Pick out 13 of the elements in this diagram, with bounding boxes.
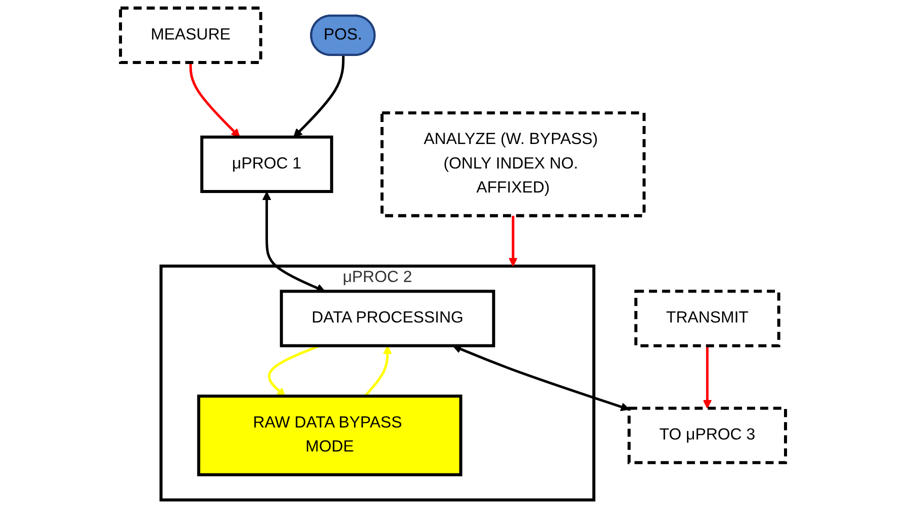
arrow	[189, 62, 240, 138]
arrow	[702, 346, 712, 409]
node-box: TRANSMIT	[634, 290, 780, 348]
node-box: ANALYZE (W. BYPASS) (ONLY INDEX NO. AFFIXED)	[380, 111, 646, 218]
node-box: μPROC 1	[200, 136, 334, 194]
arrow	[508, 216, 518, 266]
node-box: MEASURE	[118, 6, 262, 64]
node-box: TO μPROC 3	[628, 406, 788, 464]
arrow	[364, 345, 392, 397]
arrow	[268, 344, 320, 397]
arrow	[293, 55, 345, 138]
node-box: DATA PROCESSING	[280, 290, 496, 348]
node-box: RAW DATA BYPASS MODE	[197, 394, 462, 476]
